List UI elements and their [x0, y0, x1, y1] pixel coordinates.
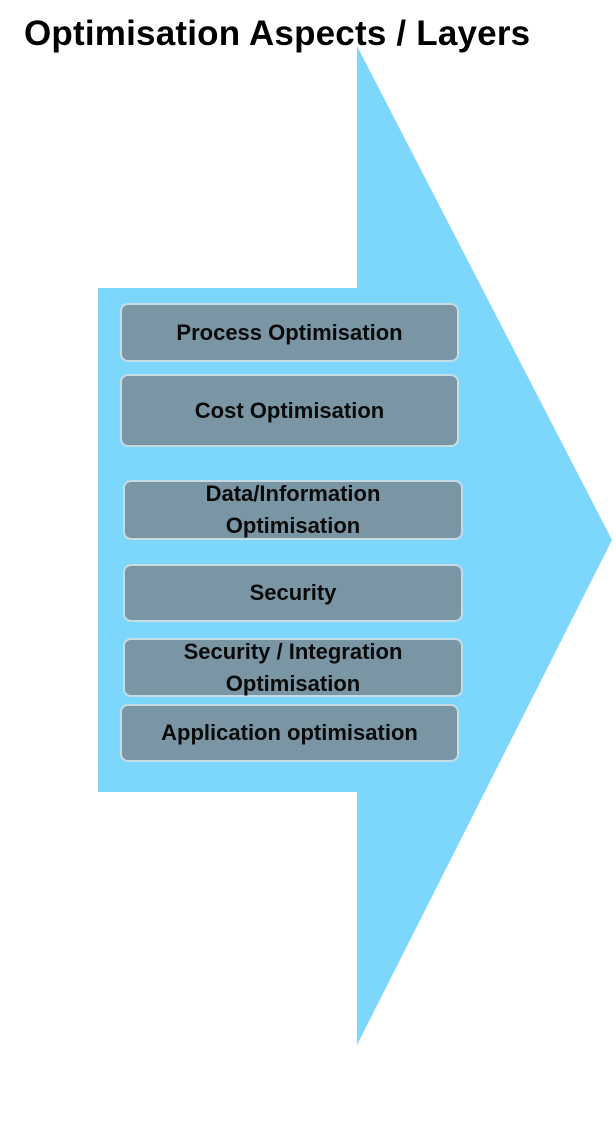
- layer-label: Application optimisation: [161, 720, 418, 745]
- layer-application-optimisation: Application optimisation: [120, 704, 459, 762]
- layer-security-integration-optimisation: Security / Integration Optimisation: [123, 638, 463, 697]
- layer-security: Security: [123, 564, 463, 622]
- layer-process-optimisation: Process Optimisation: [120, 303, 459, 362]
- layer-data-information-optimisation: Data/Information Optimisation: [123, 480, 463, 540]
- layer-cost-optimisation: Cost Optimisation: [120, 374, 459, 447]
- layer-label: Process Optimisation: [176, 319, 403, 345]
- layer-label: Security / Integration Optimisation: [183, 638, 403, 696]
- page-title: Optimisation Aspects / Layers: [24, 14, 531, 53]
- layer-label: Cost Optimisation: [194, 397, 385, 423]
- layer-label: Data/Information Optimisation: [205, 481, 381, 538]
- layer-label: Security: [249, 580, 337, 605]
